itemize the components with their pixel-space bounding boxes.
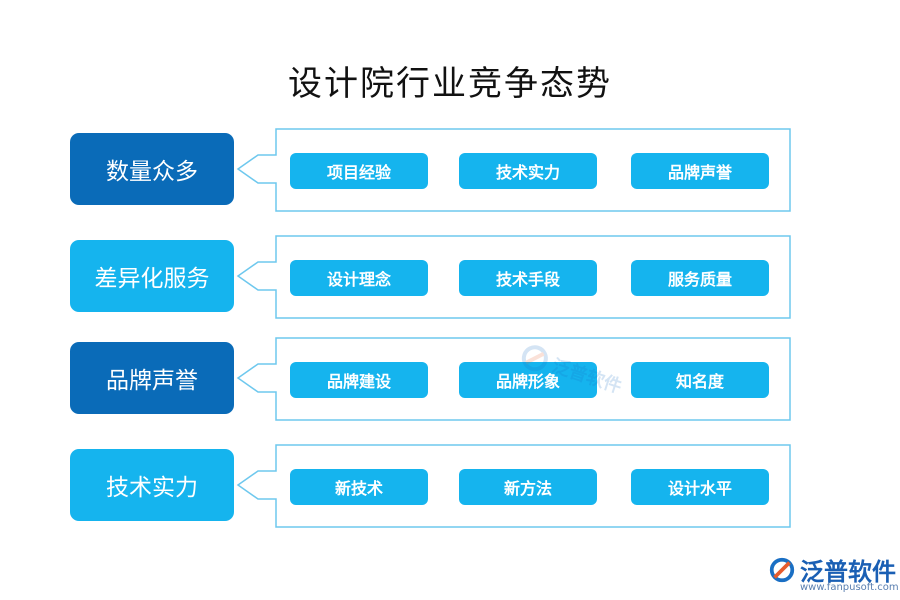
category-box: 差异化服务 (70, 240, 234, 312)
diagram-row: 差异化服务 设计理念 技术手段 服务质量 (0, 235, 900, 330)
fanpu-logo-icon (521, 345, 548, 372)
brand-name: 泛普软件 (800, 558, 896, 586)
item-pill: 新方法 (459, 469, 597, 505)
item-group: 新技术 新方法 设计水平 (290, 469, 770, 505)
item-pill: 技术实力 (459, 153, 597, 189)
item-group: 设计理念 技术手段 服务质量 (290, 260, 770, 296)
diagram-row: 数量众多 项目经验 技术实力 品牌声誉 (0, 128, 900, 223)
category-box: 品牌声誉 (70, 342, 234, 414)
watermark: 泛普软件 (516, 339, 626, 400)
item-pill: 项目经验 (290, 153, 428, 189)
brand-logo: 泛普软件 (768, 552, 896, 587)
diagram-row: 品牌声誉 品牌建设 品牌形象 知名度 (0, 337, 900, 432)
item-pill: 设计理念 (290, 260, 428, 296)
category-box: 技术实力 (70, 449, 234, 521)
item-pill: 技术手段 (459, 260, 597, 296)
item-pill: 服务质量 (631, 260, 769, 296)
item-pill: 品牌建设 (290, 362, 428, 398)
item-group: 项目经验 技术实力 品牌声誉 (290, 153, 770, 189)
diagram-row: 技术实力 新技术 新方法 设计水平 (0, 444, 900, 539)
brand-url: www.fanpusoft.com (800, 582, 899, 593)
fanpu-logo-icon (769, 557, 795, 582)
item-pill: 品牌声誉 (631, 153, 769, 189)
item-pill: 设计水平 (631, 469, 769, 505)
page-title: 设计院行业竞争态势 (288, 64, 612, 104)
category-box: 数量众多 (70, 133, 234, 205)
item-pill: 知名度 (631, 362, 769, 398)
item-pill: 新技术 (290, 469, 428, 505)
item-group: 品牌建设 品牌形象 知名度 (290, 362, 770, 398)
item-pill: 品牌形象 (459, 362, 597, 398)
